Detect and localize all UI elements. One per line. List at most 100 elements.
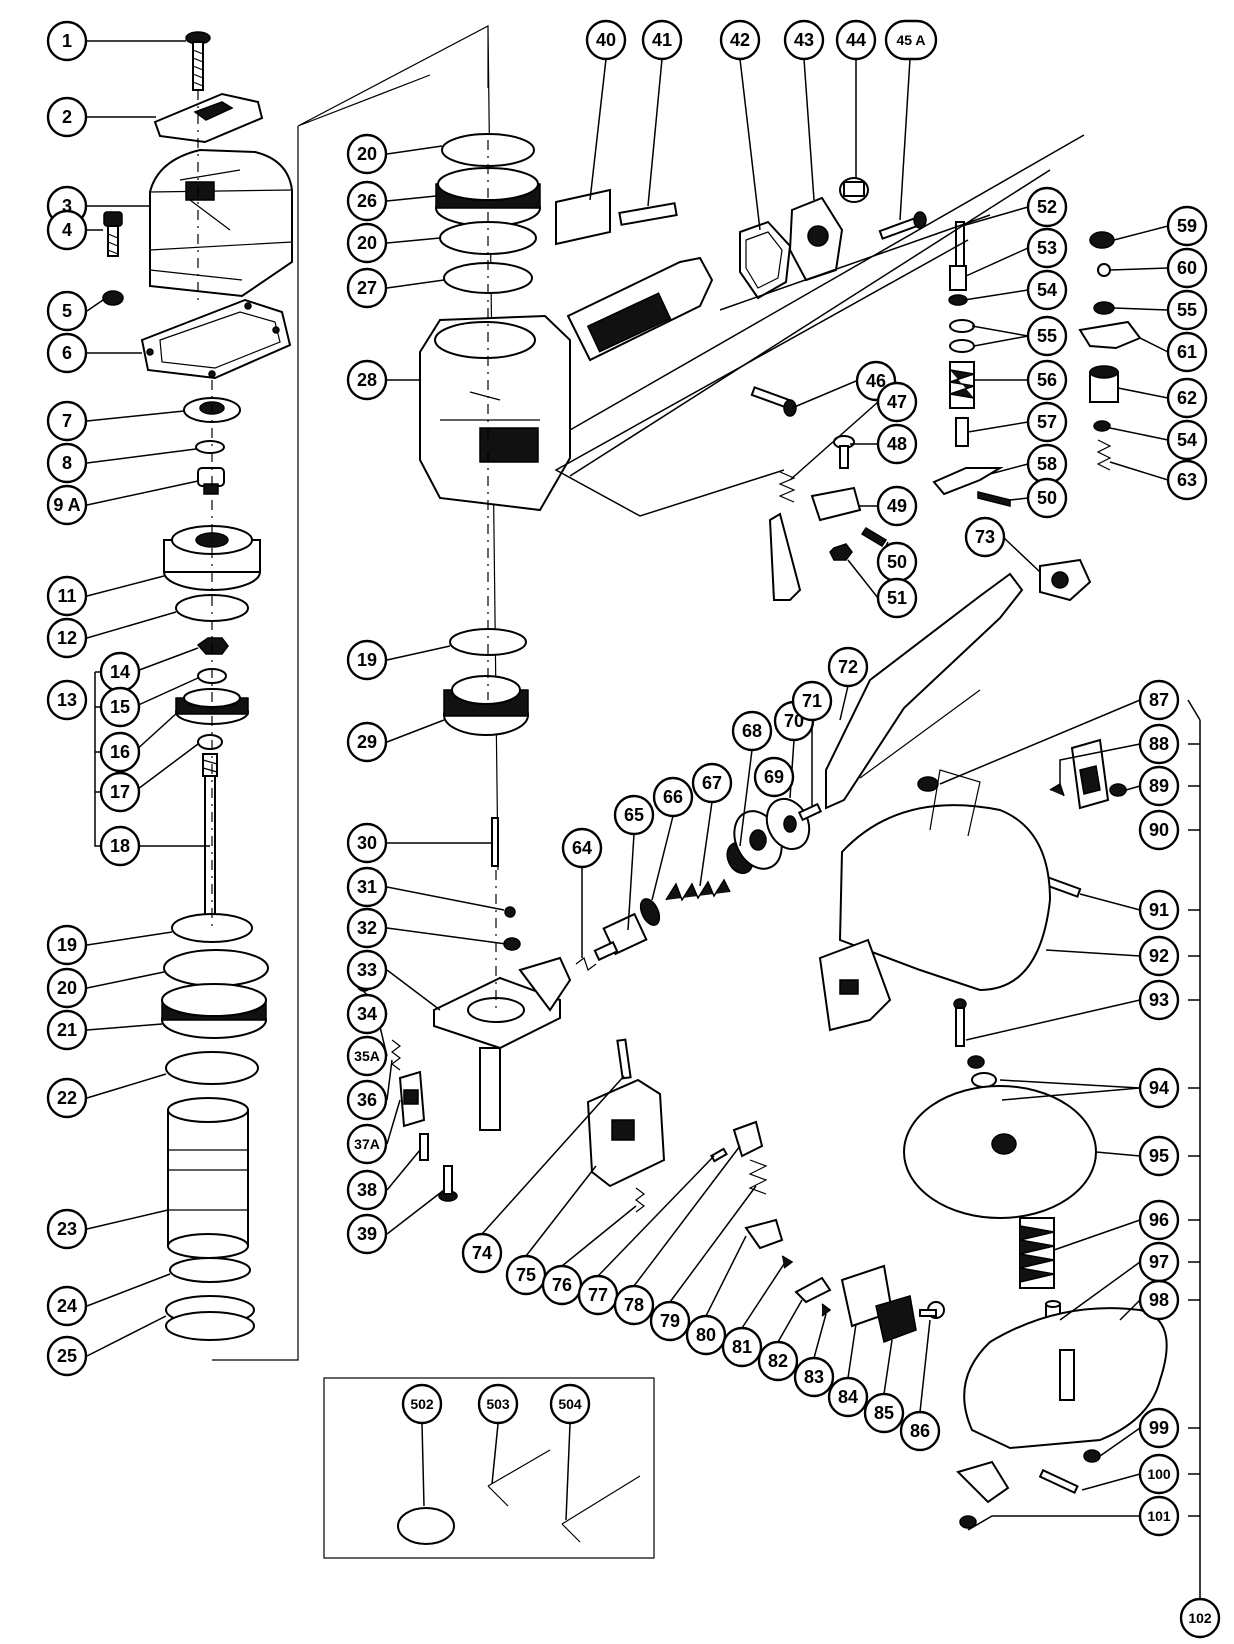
part-503-hex-key xyxy=(487,1449,551,1507)
svg-text:49: 49 xyxy=(887,496,907,516)
part-39-bolt xyxy=(438,1165,458,1202)
svg-text:90: 90 xyxy=(1149,820,1169,840)
callout-11: 11 xyxy=(46,575,88,617)
callout-53: 53 xyxy=(1026,227,1068,269)
callout-73: 73 xyxy=(964,516,1006,558)
svg-text:87: 87 xyxy=(1149,690,1169,710)
svg-text:52: 52 xyxy=(1037,197,1057,217)
callout-4: 4 xyxy=(46,209,88,251)
callout-1: 1 xyxy=(46,20,88,62)
part-19-ring xyxy=(171,913,253,943)
svg-text:102: 102 xyxy=(1188,1610,1212,1626)
callout-27: 27 xyxy=(346,267,388,309)
part-44-plug xyxy=(839,177,869,203)
svg-text:51: 51 xyxy=(887,588,907,608)
svg-text:9 A: 9 A xyxy=(53,495,80,515)
svg-text:504: 504 xyxy=(558,1396,582,1412)
svg-text:503: 503 xyxy=(486,1396,510,1412)
part-54-o-ring-b xyxy=(1093,420,1111,432)
callout-81: 81 xyxy=(721,1326,763,1368)
callout-54a: 54 xyxy=(1026,269,1068,311)
part-85-block xyxy=(875,1295,917,1344)
part-3-top-cap xyxy=(149,148,293,298)
callout-16: 16 xyxy=(99,731,141,773)
svg-text:13: 13 xyxy=(57,690,77,710)
callout-7: 7 xyxy=(46,400,88,442)
callout-37A: 37A xyxy=(346,1123,388,1165)
svg-text:67: 67 xyxy=(702,773,722,793)
callout-48: 48 xyxy=(876,423,918,465)
callout-52: 52 xyxy=(1026,186,1068,228)
part-73-hinge xyxy=(1039,558,1092,602)
svg-text:68: 68 xyxy=(742,721,762,741)
part-64-spring xyxy=(575,957,597,971)
svg-text:20: 20 xyxy=(357,144,377,164)
svg-text:40: 40 xyxy=(596,30,616,50)
accessory-box xyxy=(323,1377,655,1559)
part-65-piston xyxy=(593,912,648,962)
callout-86: 86 xyxy=(899,1410,941,1452)
callout-54b: 54 xyxy=(1166,419,1208,461)
callout-23: 23 xyxy=(46,1208,88,1250)
callout-57: 57 xyxy=(1026,401,1068,443)
part-55-washer-b xyxy=(1093,301,1115,315)
callout-64: 64 xyxy=(561,827,603,869)
part-22-o-ring xyxy=(165,1051,259,1085)
svg-text:54: 54 xyxy=(1037,280,1057,300)
callout-56: 56 xyxy=(1026,359,1068,401)
callout-33: 33 xyxy=(346,949,388,991)
part-20-ring xyxy=(163,949,269,987)
callout-17: 17 xyxy=(99,771,141,813)
part-6-gasket xyxy=(140,298,292,380)
callout-91: 91 xyxy=(1138,889,1180,931)
part-58-trigger xyxy=(932,467,1004,496)
svg-text:60: 60 xyxy=(1177,258,1197,278)
callout-21: 21 xyxy=(46,1009,88,1051)
svg-text:6: 6 xyxy=(62,343,72,363)
part-36-spring xyxy=(391,1039,401,1071)
callout-94: 94 xyxy=(1138,1067,1180,1109)
part-43-cap xyxy=(788,196,844,282)
callout-20b: 20 xyxy=(346,133,388,175)
part-92-magazine-top xyxy=(818,769,1052,1032)
svg-text:57: 57 xyxy=(1037,412,1057,432)
callout-67: 67 xyxy=(691,762,733,804)
svg-text:37A: 37A xyxy=(354,1136,380,1152)
part-63-spring xyxy=(1096,439,1112,471)
svg-text:23: 23 xyxy=(57,1219,77,1239)
svg-text:47: 47 xyxy=(887,392,907,412)
part-28-body xyxy=(419,256,714,512)
part-90-nut xyxy=(1109,783,1127,797)
svg-text:31: 31 xyxy=(357,877,377,897)
svg-text:86: 86 xyxy=(910,1421,930,1441)
svg-text:4: 4 xyxy=(62,220,72,240)
part-41-strip xyxy=(618,202,678,226)
part-14-nut xyxy=(196,637,229,655)
svg-text:3: 3 xyxy=(62,196,72,216)
svg-text:24: 24 xyxy=(57,1296,77,1316)
svg-text:91: 91 xyxy=(1149,900,1169,920)
part-98-magazine-bottom xyxy=(956,1307,1168,1504)
callout-28: 28 xyxy=(346,359,388,401)
svg-text:55: 55 xyxy=(1037,326,1057,346)
svg-text:12: 12 xyxy=(57,628,77,648)
svg-text:8: 8 xyxy=(62,453,72,473)
callout-25: 25 xyxy=(46,1335,88,1377)
part-76-spring xyxy=(635,1187,645,1213)
svg-text:16: 16 xyxy=(110,742,130,762)
svg-text:20: 20 xyxy=(57,978,77,998)
callout-6: 6 xyxy=(46,332,88,374)
svg-text:50: 50 xyxy=(887,552,907,572)
svg-text:92: 92 xyxy=(1149,946,1169,966)
svg-text:2: 2 xyxy=(62,107,72,127)
part-25-ring xyxy=(165,1295,255,1341)
callout-100: 100 xyxy=(1138,1453,1180,1495)
part-38-pin xyxy=(419,1133,429,1161)
right-parts xyxy=(818,738,1168,1529)
svg-text:46: 46 xyxy=(866,371,886,391)
part-99-nut xyxy=(1083,1449,1101,1463)
callout-26: 26 xyxy=(346,180,388,222)
part-72-arm xyxy=(825,572,1024,810)
part-17-washer xyxy=(197,734,223,750)
